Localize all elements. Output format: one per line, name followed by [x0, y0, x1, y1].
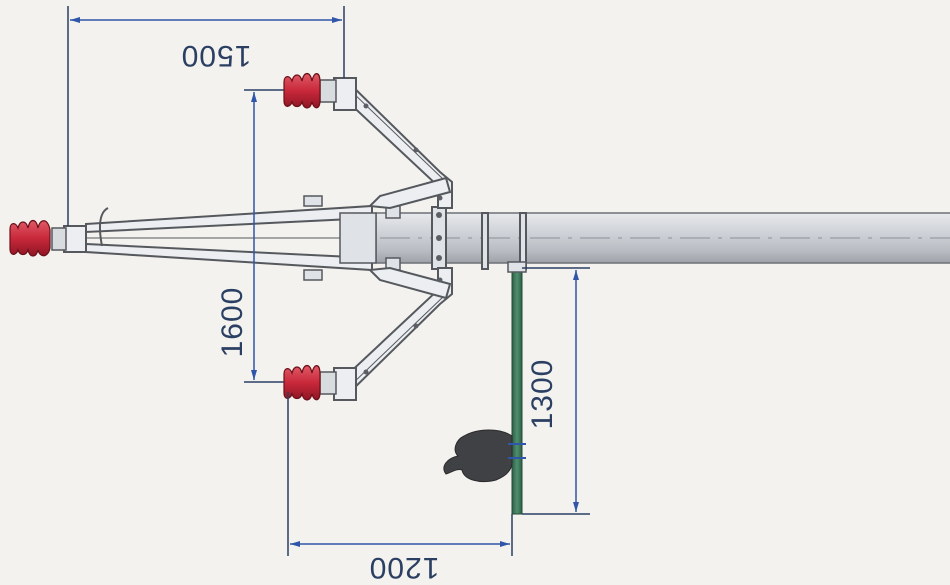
arm-mount-fittings: [303, 195, 401, 281]
insulator-top: [283, 72, 337, 109]
deterrent-clamps: [508, 443, 526, 459]
bracket-post: [507, 261, 527, 515]
pole: [375, 212, 950, 264]
insulator-bottom: [283, 364, 337, 401]
dimension-lines: [67, 6, 590, 556]
dimension-label-1200: 1200: [369, 551, 440, 584]
crossarm: [63, 204, 373, 272]
upper-arm-bolts: [363, 103, 443, 201]
upper-arm: [333, 77, 453, 210]
dimension-label-1600: 1600: [216, 287, 249, 358]
dimension-label-1500: 1500: [181, 39, 252, 72]
cable-hook: [99, 207, 109, 247]
lower-arm-bolts: [363, 277, 443, 375]
insulator-left: [9, 219, 67, 257]
dimension-arrows: [70, 17, 579, 547]
dimension-label-1300: 1300: [526, 359, 559, 430]
clamp-bolts: [436, 212, 442, 261]
bird-deterrent: [443, 429, 513, 483]
lower-arm: [333, 266, 453, 401]
